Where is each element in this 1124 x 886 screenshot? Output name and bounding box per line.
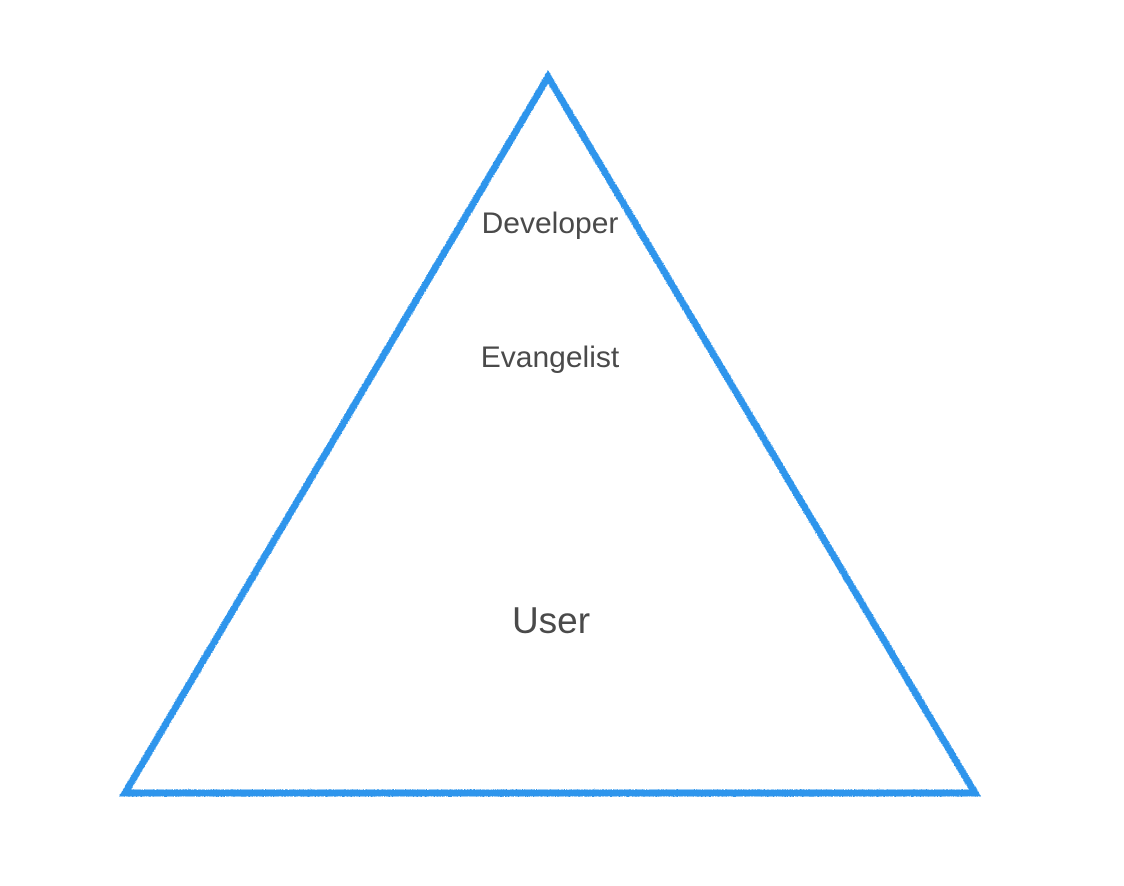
- pyramid-outline: [118, 70, 982, 797]
- level-label-user: User: [512, 600, 590, 641]
- level-label-evangelist: Evangelist: [481, 341, 620, 374]
- level-label-developer: Developer: [482, 207, 619, 240]
